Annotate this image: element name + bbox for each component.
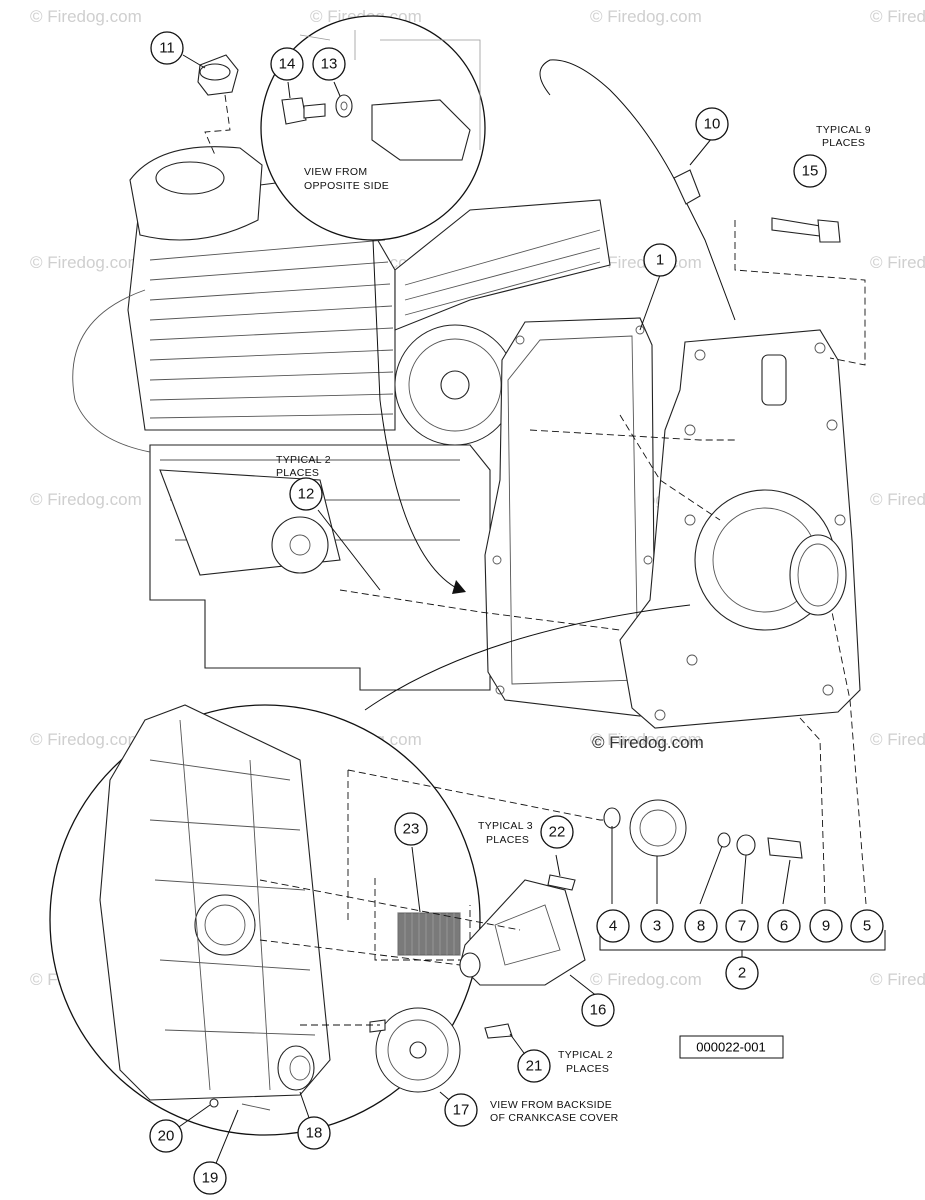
callout-14: 14 <box>270 47 304 81</box>
callout-6: 6 <box>767 909 801 943</box>
callout-label: 9 <box>822 918 830 935</box>
note-view-opposite-line2: OPPOSITE SIDE <box>304 180 389 192</box>
callout-label: 8 <box>697 918 705 935</box>
watermark: © Firedog.com <box>30 490 142 509</box>
note-typical2-top-line1: TYPICAL 2 <box>276 454 331 466</box>
watermark: © Firedog.com <box>30 7 142 26</box>
engine-assembly <box>72 54 611 691</box>
callout-17: 17 <box>444 1093 478 1127</box>
watermark-main: © Firedog.com <box>592 733 704 752</box>
watermark: © Firedog.com <box>590 970 702 989</box>
watermark: © Firedog.com <box>30 730 142 749</box>
callout-label: 5 <box>863 918 871 935</box>
note-typical2-bottom-line2: PLACES <box>566 1063 609 1075</box>
callout-21: 21 <box>517 1049 551 1083</box>
callout-23: 23 <box>394 812 428 846</box>
watermark: © Firedog.com <box>590 730 702 749</box>
callout-label: 3 <box>653 918 661 935</box>
callout-9: 9 <box>809 909 843 943</box>
dipstick <box>539 59 736 321</box>
note-view-backside-line2: OF CRANKCASE COVER <box>490 1112 619 1124</box>
callout-label: 1 <box>656 252 664 269</box>
callout-20: 20 <box>149 1119 183 1153</box>
diagram-id-box: 000022-001 <box>679 1035 784 1059</box>
callout-label: 16 <box>590 1002 607 1019</box>
callout-label: 19 <box>202 1170 219 1187</box>
callout-19: 19 <box>193 1161 227 1195</box>
callout-12: 12 <box>289 477 323 511</box>
watermark: © Firedog.com <box>870 7 925 26</box>
callout-label: 22 <box>549 824 566 841</box>
callout-label: 18 <box>306 1125 323 1142</box>
note-typical3-line1: TYPICAL 3 <box>478 820 533 832</box>
note-typical9-line1: TYPICAL 9 <box>816 124 871 136</box>
callout-group: 1 2 3 4 5 6 7 8 9 10 11 12 13 14 15 16 1… <box>149 31 884 1195</box>
callout-label: 4 <box>609 918 617 935</box>
callout-8: 8 <box>684 909 718 943</box>
callout-label: 11 <box>159 40 175 57</box>
callout-22: 22 <box>540 815 574 849</box>
callout-13: 13 <box>312 47 346 81</box>
callout-7: 7 <box>725 909 759 943</box>
bolt-15 <box>734 217 866 366</box>
watermark: © Firedog.com <box>590 7 702 26</box>
callout-15: 15 <box>793 154 827 188</box>
note-typical3-line2: PLACES <box>486 834 529 846</box>
diagram-id-label: 000022-001 <box>696 1040 765 1055</box>
callout-10: 10 <box>695 107 729 141</box>
crankcase-cover <box>619 329 861 729</box>
watermark: © Firedog.com <box>870 730 925 749</box>
callout-label: 6 <box>780 918 788 935</box>
watermark: © Firedog.com <box>870 970 925 989</box>
callout-label: 23 <box>403 821 420 838</box>
callout-label: 20 <box>158 1128 175 1145</box>
note-view-opposite-line1: VIEW FROM <box>304 166 367 178</box>
leader-lines <box>165 54 867 1179</box>
detail-view-backside <box>49 604 691 1136</box>
watermark: © Firedog.com <box>870 253 925 272</box>
callout-1: 1 <box>643 243 677 277</box>
callout-label: 17 <box>453 1102 470 1119</box>
callout-label: 2 <box>738 965 746 982</box>
note-typical2-top-line2: PLACES <box>276 467 319 479</box>
callout-3: 3 <box>640 909 674 943</box>
oil-screen <box>374 878 471 961</box>
annotation-notes: TYPICAL 9 PLACES TYPICAL 2 PLACES TYPICA… <box>276 124 871 1124</box>
callout-4: 4 <box>596 909 630 943</box>
callout-label: 7 <box>738 918 746 935</box>
watermark: © Firedog.com <box>30 253 142 272</box>
watermark: © Firedog.com <box>870 490 925 509</box>
callout-11: 11 <box>150 31 184 65</box>
note-typical2-bottom-line1: TYPICAL 2 <box>558 1049 613 1061</box>
callout-16: 16 <box>581 993 615 1027</box>
callout-label: 21 <box>526 1058 543 1075</box>
callout-2: 2 <box>725 956 759 990</box>
callout-label: 12 <box>298 486 315 503</box>
pickup-housing <box>459 874 586 1039</box>
callout-label: 15 <box>802 163 819 180</box>
callout-label: 13 <box>321 56 338 73</box>
note-view-backside-line1: VIEW FROM BACKSIDE <box>490 1099 612 1111</box>
callout-label: 10 <box>704 116 721 133</box>
callout-5: 5 <box>850 909 884 943</box>
note-typical9-line2: PLACES <box>822 137 865 149</box>
callout-18: 18 <box>297 1116 331 1150</box>
callout-label: 14 <box>279 56 296 73</box>
